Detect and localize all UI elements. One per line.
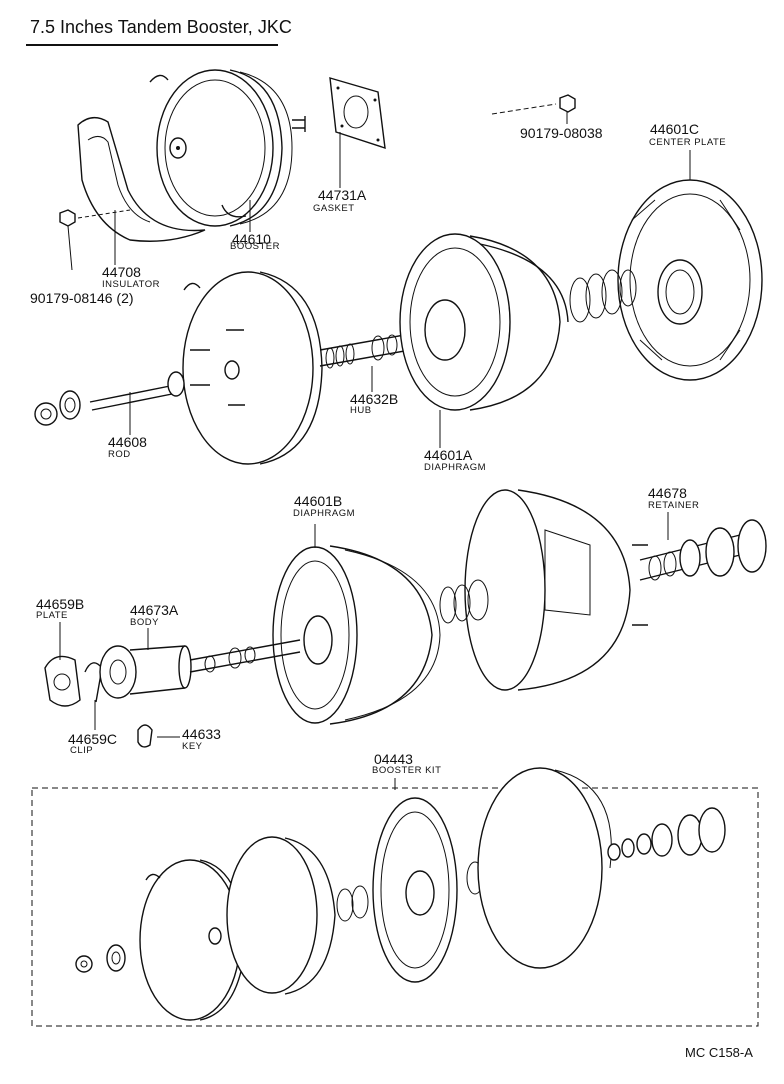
insulator-number: 44708 (102, 264, 141, 280)
booster-kit-name: BOOSTER KIT (372, 765, 442, 776)
diagram-title: 7.5 Inches Tandem Booster, JKC (30, 17, 292, 37)
valve-body-drawing (44, 639, 301, 748)
booster-assembly-drawing (77, 69, 306, 242)
diaphragm-b-drawing (272, 545, 441, 725)
top-nut-drawing (491, 94, 576, 124)
rod-number: 44608 (108, 434, 147, 450)
top-nut-number: 90179-08038 (520, 125, 603, 141)
clip-number: 44659C (68, 731, 118, 747)
plate-name: PLATE (36, 610, 68, 621)
insulator-nut-number: 90179-08146 (2) (30, 290, 134, 306)
retainer-drawing (639, 519, 767, 581)
diaphragm-a-drawing (399, 233, 569, 411)
spring-b-drawing (439, 579, 489, 624)
diaphragm-a-number: 44601A (424, 447, 473, 463)
spring-stack-drawing (569, 269, 637, 323)
booster-kit-drawing (75, 767, 726, 1021)
hub-name: HUB (350, 405, 372, 416)
booster-kit-number: 04443 (374, 751, 413, 767)
key-name: KEY (182, 741, 203, 752)
body-number: 44673A (130, 602, 179, 618)
rod-name: ROD (108, 449, 131, 460)
title-underline (26, 44, 278, 46)
center-plate-number: 44601C (650, 121, 700, 137)
front-shell-drawing (182, 271, 323, 465)
rod-drawing (34, 371, 185, 426)
leader-lines (59, 150, 691, 790)
center-plate-drawing (617, 179, 763, 381)
gasket-drawing (329, 77, 386, 188)
retainer-name: RETAINER (648, 500, 700, 511)
clip-name: CLIP (70, 745, 94, 756)
booster-name: BOOSTER (230, 241, 280, 252)
center-plate-name: CENTER PLATE (649, 137, 727, 148)
diaphragm-a-name: DIAPHRAGM (424, 462, 487, 473)
hub-number: 44632B (350, 391, 399, 407)
insulator-nut-drawing (59, 209, 131, 271)
retainer-number: 44678 (648, 485, 687, 501)
insulator-name: INSULATOR (102, 279, 160, 290)
gasket-number: 44731A (318, 187, 367, 203)
key-number: 44633 (182, 726, 221, 742)
diaphragm-b-number: 44601B (294, 493, 343, 509)
figure-reference: MC C158-A (685, 1045, 753, 1060)
body-name: BODY (130, 617, 159, 628)
plate-number: 44659B (36, 596, 85, 612)
hub-drawing (319, 333, 411, 369)
booster-number: 44610 (232, 231, 271, 247)
diaphragm-b-name: DIAPHRAGM (293, 508, 356, 519)
rear-shell-drawing (464, 489, 648, 691)
gasket-name: GASKET (313, 203, 355, 214)
